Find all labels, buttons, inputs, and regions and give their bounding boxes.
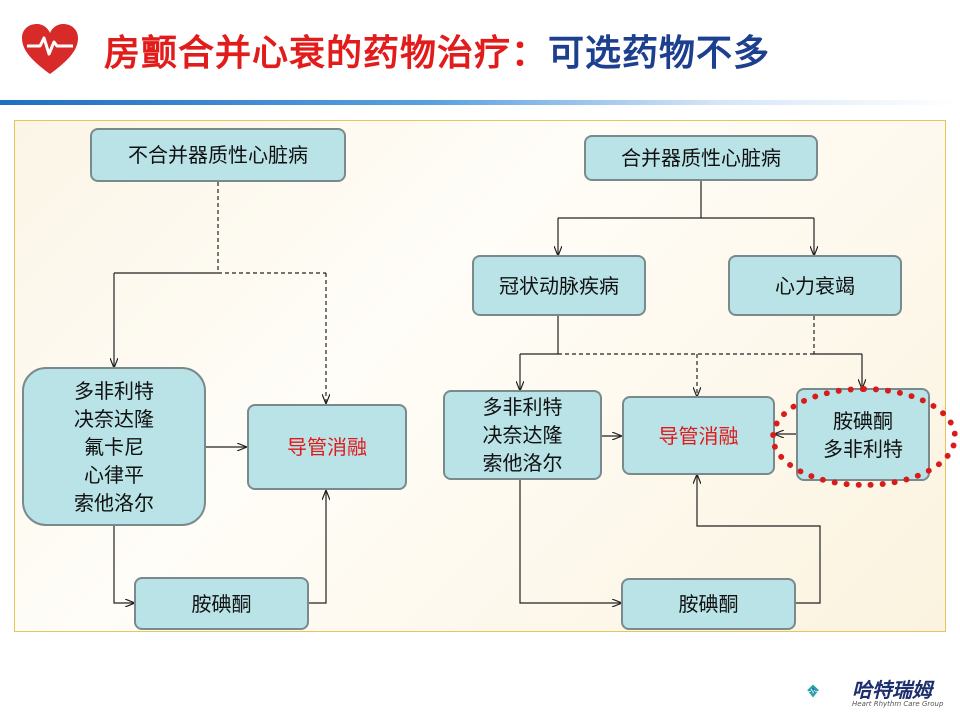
box-right-ablation: 导管消融	[622, 396, 775, 475]
box-coronary-artery-disease: 冠状动脉疾病	[472, 255, 646, 316]
brand-tagline: Heart Rhythm Care Group	[852, 700, 944, 708]
box-label: 不合并器质性心脏病	[128, 143, 308, 167]
box-structural-heart-disease: 合并器质性心脏病	[584, 135, 818, 181]
box-label: 合并器质性心脏病	[621, 146, 781, 170]
box-label: 胺碘酮	[678, 592, 739, 616]
box-left-drug-list: 多非利特 决奈达隆 氟卡尼 心律平 索他洛尔	[22, 367, 206, 526]
highlight-oval	[770, 386, 958, 488]
box-left-ablation: 导管消融	[247, 404, 407, 490]
title-part2: 可选药物不多	[548, 33, 771, 74]
drug-item: 氟卡尼	[84, 434, 144, 459]
right-amio-to-ablation	[697, 475, 821, 604]
title-divider	[0, 100, 960, 105]
drug-item: 心律平	[84, 462, 144, 487]
drug-item: 决奈达隆	[482, 423, 563, 447]
box-left-amiodarone: 胺碘酮	[134, 577, 309, 630]
box-label: 导管消融	[658, 423, 739, 448]
box-label: 冠状动脉疾病	[499, 273, 619, 298]
left-drugs-to-amio	[113, 526, 134, 603]
drug-item: 索他洛尔	[482, 451, 563, 475]
title-part1: 房颤合并心衰的药物治疗：	[104, 33, 549, 74]
left-amio-to-ablation	[309, 491, 326, 604]
box-right-amiodarone: 胺碘酮	[621, 578, 796, 630]
box-label: 导管消融	[287, 435, 367, 459]
box-no-structural-heart-disease: 不合并器质性心脏病	[90, 128, 346, 182]
box-heart-failure: 心力衰竭	[728, 255, 902, 316]
drug-item: 多非利特	[74, 378, 154, 403]
box-label: 心力衰竭	[775, 273, 855, 298]
heart-ecg-icon	[22, 24, 78, 74]
drug-item: 决奈达隆	[74, 406, 154, 431]
box-label: 胺碘酮	[191, 591, 252, 616]
drug-item: 索他洛尔	[74, 490, 154, 515]
brand-name: 哈特瑞姆	[852, 678, 932, 702]
page-title: 房颤合并心衰的药物治疗： 可选药物不多	[104, 22, 770, 78]
right-drugs-to-amio	[519, 480, 621, 603]
drug-item: 多非利特	[482, 395, 563, 419]
box-right-drug-list: 多非利特 决奈达隆 索他洛尔	[443, 390, 602, 480]
brand-logo-icon	[807, 684, 819, 698]
